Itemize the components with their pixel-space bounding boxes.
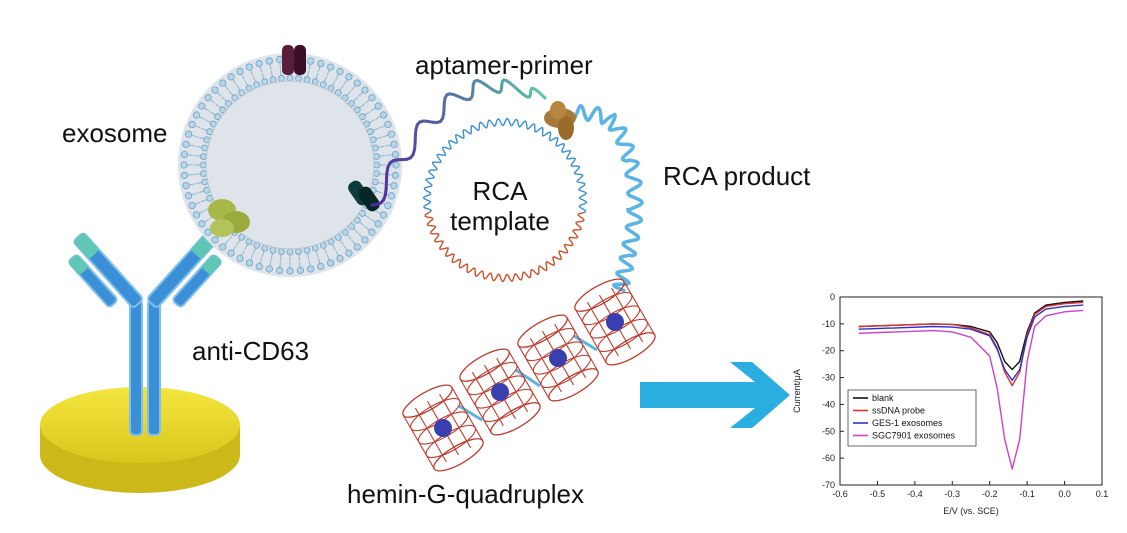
legend-entry: ssDNA probe: [872, 406, 925, 416]
aptamer-primer-label: aptamer-primer: [415, 50, 593, 80]
hemin-molecule: [491, 383, 509, 401]
y-axis-label: Current/μA: [792, 369, 802, 413]
y-tick-label: -10: [822, 319, 835, 329]
g-quadruplex-unit: [459, 348, 541, 436]
y-axis-ticks: 0 -10 -20 -30 -40 -50 -60 -70: [822, 292, 844, 490]
anti-cd63-label: anti-CD63: [192, 336, 309, 366]
rca-template-label-2: template: [450, 206, 550, 236]
series-line: [858, 309, 1084, 470]
x-tick-label: -0.5: [870, 489, 886, 499]
legend-entry: blank: [872, 393, 894, 403]
g-quadruplex-unit: [402, 384, 484, 472]
rca-product-strand: [544, 101, 644, 293]
y-tick-label: -60: [822, 453, 835, 463]
exosome-label: exosome: [62, 118, 168, 148]
x-axis-label: E/V (vs. SCE): [943, 506, 999, 516]
g-quadruplex-unit: [574, 278, 656, 366]
hemin-molecule: [549, 349, 567, 367]
rca-template-ring: [422, 117, 588, 282]
cd63-protein: [208, 199, 250, 237]
y-tick-label: 0: [830, 292, 835, 302]
legend-box: [847, 389, 977, 447]
y-tick-label: -50: [822, 426, 835, 436]
exosome-vesicle: [178, 45, 402, 277]
series-line: [858, 301, 1084, 387]
anti-cd63-antibody: [68, 232, 222, 436]
x-tick-label: -0.6: [832, 489, 848, 499]
membrane-protein-top: [282, 45, 306, 75]
hemin-g-quadruplex-label: hemin-G-quadruplex: [347, 479, 584, 509]
y-tick-label: -40: [822, 399, 835, 409]
rca-template-label-1: RCA: [473, 176, 529, 206]
g-quadruplex-unit: [517, 314, 599, 402]
series-line: [858, 304, 1084, 381]
x-axis-ticks: -0.6 -0.5 -0.4 -0.3 -0.2 -0.1 0.0 0.1: [832, 481, 1108, 499]
x-tick-label: 0.1: [1096, 489, 1109, 499]
x-tick-label: 0.0: [1058, 489, 1071, 499]
x-tick-label: -0.2: [982, 489, 998, 499]
y-tick-label: -30: [822, 373, 835, 383]
hemin-molecule: [606, 313, 624, 331]
rca-product-label: RCA product: [663, 161, 811, 191]
chart-series: [858, 300, 1084, 470]
result-arrow: [640, 362, 790, 428]
dpv-chart: -0.6 -0.5 -0.4 -0.3 -0.2 -0.1 0.0 0.1 0 -10 -20 -3…: [792, 292, 1108, 516]
polymerase: [544, 101, 576, 140]
hemin-g-quadruplex-chain: [402, 278, 656, 472]
x-tick-label: -0.4: [907, 489, 923, 499]
aptamer-primer-strand: [370, 78, 547, 207]
x-tick-label: -0.3: [945, 489, 961, 499]
legend-entry: GES-1 exosomes: [872, 418, 943, 428]
y-tick-label: -20: [822, 346, 835, 356]
x-tick-label: -0.1: [1019, 489, 1035, 499]
y-tick-label: -70: [822, 480, 835, 490]
hemin-molecule: [434, 419, 452, 437]
legend-entry: SGC7901 exosomes: [872, 431, 956, 441]
